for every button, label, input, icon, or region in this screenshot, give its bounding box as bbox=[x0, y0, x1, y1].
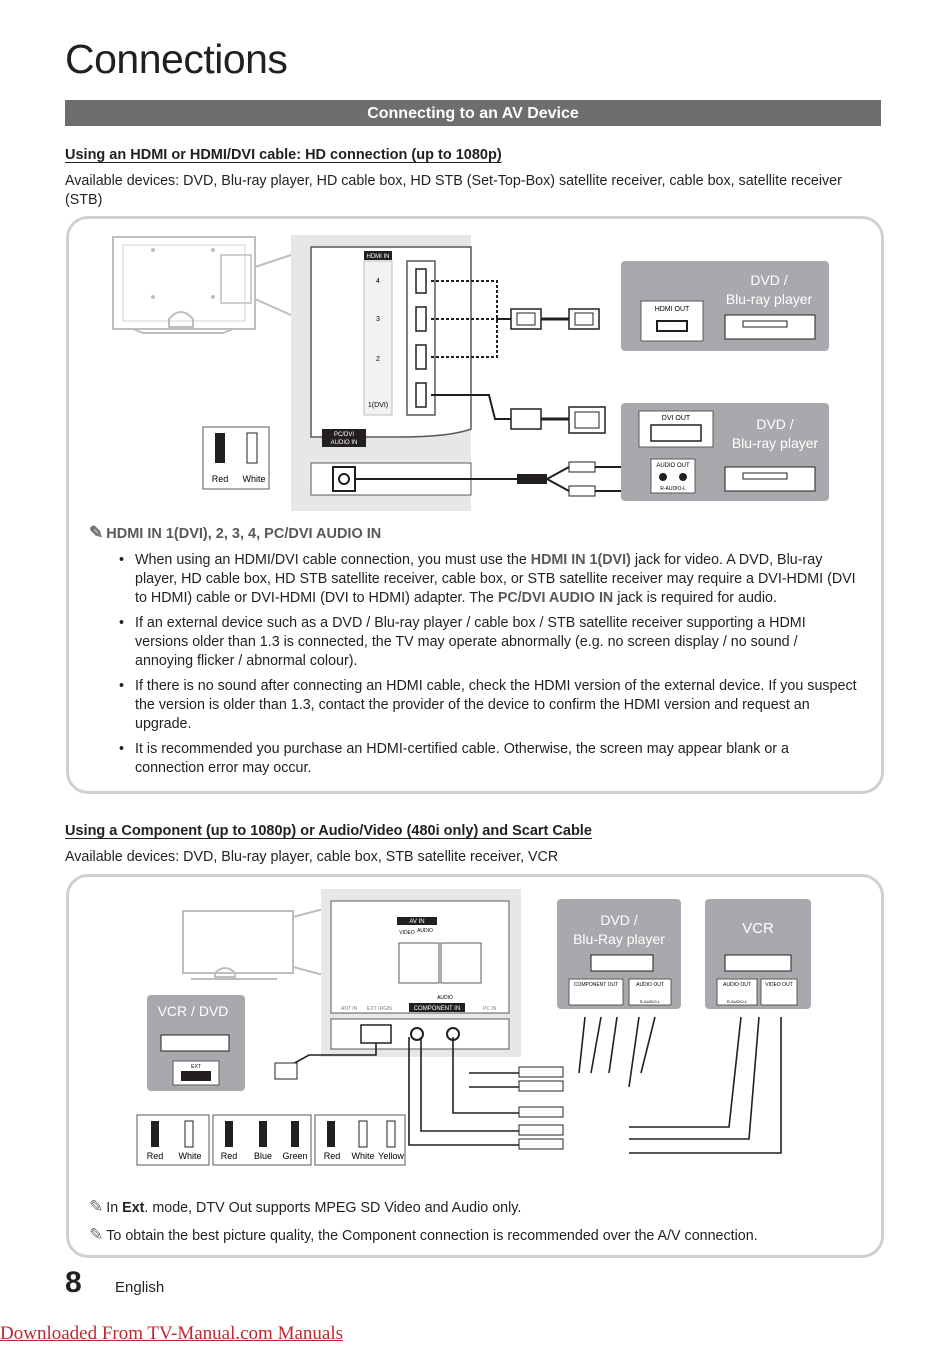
port-label-1dvi: 1(DVI) bbox=[368, 402, 388, 409]
pencil-note-icon: ✎ bbox=[89, 1197, 104, 1216]
component-available-devices: Available devices: DVD, Blu-ray player, … bbox=[65, 849, 559, 865]
ext-label: EXT bbox=[191, 1064, 201, 1070]
vcr-r-audio-l-label: R-AUDIO-L bbox=[727, 999, 748, 1004]
component-connection-panel: AV IN VIDEO AUDIO AUDIO COMPONENT IN ANT… bbox=[66, 874, 884, 1258]
ant-in-label: ANT IN bbox=[341, 1006, 358, 1012]
port-label-2: 2 bbox=[376, 356, 380, 363]
page-title: Connections bbox=[65, 36, 288, 82]
plug-label-yellow: Yellow bbox=[378, 1151, 404, 1161]
audio-label-2: AUDIO bbox=[437, 995, 453, 1001]
pc-dvi-label-2: AUDIO IN bbox=[331, 440, 358, 446]
list-item: It is recommended you purchase an HDMI-c… bbox=[117, 740, 859, 778]
video-out-label: VIDEO OUT bbox=[765, 982, 793, 988]
page-language: English bbox=[115, 1279, 165, 1296]
hdmi-section-heading: Using an HDMI or HDMI/DVI cable: HD conn… bbox=[65, 147, 502, 163]
list-item: When using an HDMI/DVI cable connection,… bbox=[117, 551, 859, 608]
plug-label-white: White bbox=[351, 1151, 374, 1161]
plug-label-white: White bbox=[178, 1151, 201, 1161]
audio-out-label: AUDIO OUT bbox=[636, 982, 664, 988]
rca-plug-icon bbox=[215, 432, 258, 464]
component-in-label: COMPONENT IN bbox=[414, 1006, 461, 1012]
tv-outline-icon bbox=[112, 236, 292, 334]
port-label-4: 4 bbox=[376, 278, 380, 285]
ext-rgb-label: EXT (RGB) bbox=[367, 1006, 393, 1012]
hdmi-in-label: HDMI IN bbox=[367, 254, 390, 260]
plug-label-green: Green bbox=[282, 1151, 307, 1161]
device2-audio-label: AUDIO OUT bbox=[656, 463, 690, 469]
port-label-3: 3 bbox=[376, 316, 380, 323]
hdmi-connection-panel: HDMI IN 4 3 2 1(DVI) PC/DVI AUDIO IN bbox=[66, 216, 884, 794]
plug-label-red: Red bbox=[147, 1151, 164, 1161]
vcr-audio-out-label: AUDIO OUT bbox=[723, 982, 751, 988]
rca-plug-icon bbox=[518, 1066, 564, 1150]
device2-audio-sub: R-AUDIO-L bbox=[660, 486, 686, 492]
component-section-heading: Using a Component (up to 1080p) or Audio… bbox=[65, 823, 592, 839]
vcr-dvd-name: VCR / DVD bbox=[158, 1003, 229, 1019]
dvd-name-2: Blu-Ray player bbox=[573, 931, 665, 947]
hdmi-diagram: HDMI IN 4 3 2 1(DVI) PC/DVI AUDIO IN bbox=[112, 235, 829, 511]
dvd-player-icon bbox=[724, 314, 816, 340]
component-diagram: AV IN VIDEO AUDIO AUDIO COMPONENT IN ANT… bbox=[136, 889, 811, 1166]
hdmi-available-devices: Available devices: DVD, Blu-ray player, … bbox=[65, 173, 842, 208]
list-item: If an external device such as a DVD / Bl… bbox=[117, 614, 859, 671]
plug-label-red: Red bbox=[324, 1151, 341, 1161]
device2-name-1: DVD / bbox=[756, 416, 793, 432]
section-banner: Connecting to an AV Device bbox=[65, 100, 881, 126]
video-label: VIDEO bbox=[399, 930, 415, 936]
plug-label-white: White bbox=[242, 474, 265, 484]
pencil-note-icon: ✎ bbox=[89, 523, 104, 542]
page-number: 8 bbox=[65, 1266, 82, 1299]
plug-label-red: Red bbox=[212, 474, 229, 484]
plug-label-red: Red bbox=[221, 1151, 238, 1161]
list-item: If there is no sound after connecting an… bbox=[117, 677, 859, 734]
device1-name-2: Blu-ray player bbox=[726, 291, 813, 307]
pencil-note-icon: ✎ bbox=[89, 1225, 104, 1244]
r-audio-l-label: R-AUDIO-L bbox=[640, 999, 661, 1004]
component-note-2: ✎To obtain the best picture quality, the… bbox=[89, 1225, 758, 1244]
scart-plug-icon bbox=[274, 1062, 298, 1080]
vcr-name: VCR bbox=[742, 920, 774, 937]
pc-dvi-label-1: PC/DVI bbox=[334, 432, 354, 438]
device2-name-2: Blu-ray player bbox=[732, 435, 819, 451]
hdmi-note-heading: ✎HDMI IN 1(DVI), 2, 3, 4, PC/DVI AUDIO I… bbox=[89, 523, 382, 542]
component-note-1: ✎In Ext. mode, DTV Out supports MPEG SD … bbox=[89, 1197, 522, 1216]
footer-download-link[interactable]: Downloaded From TV-Manual.com Manuals bbox=[0, 1323, 344, 1344]
audio-label: AUDIO bbox=[417, 928, 433, 934]
component-out-label: COMPONENT OUT bbox=[574, 982, 618, 988]
plug-label-blue: Blue bbox=[254, 1151, 272, 1161]
dvd-name-1: DVD / bbox=[600, 912, 637, 928]
hdmi-plug-icon bbox=[510, 308, 600, 330]
hdmi-notes-list: When using an HDMI/DVI cable connection,… bbox=[117, 551, 859, 778]
av-in-label: AV IN bbox=[409, 919, 424, 925]
dvi-plug-icon bbox=[510, 406, 606, 434]
device1-name-1: DVD / bbox=[750, 272, 787, 288]
pc-in-label: PC IN bbox=[483, 1006, 497, 1012]
tv-outline-icon bbox=[182, 906, 332, 980]
device1-port-label: HDMI OUT bbox=[655, 306, 690, 313]
device2-dvi-label: DVI OUT bbox=[662, 415, 691, 422]
